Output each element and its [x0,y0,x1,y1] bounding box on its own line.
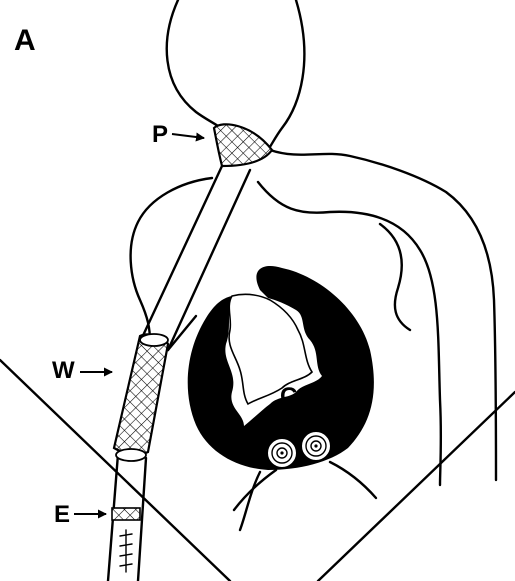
vessel-stump-left [234,470,276,510]
esophagus-tube-top [116,449,146,461]
vessel-stump-mid [240,472,260,530]
label-c: C [280,383,297,410]
label-p: P [152,121,168,148]
pharyngeal-mesh-cap [214,124,272,166]
left-shoulder-outline [131,178,212,342]
neck-right-outline [268,0,304,150]
coil-right [301,431,331,461]
coil-left [267,438,297,468]
vessel-stump-right [330,462,376,498]
anastomosis-band [112,508,140,520]
suture-marks [120,530,132,572]
mesh-wrapped-segment [114,334,168,454]
arrow-p [172,134,204,138]
head-neck-outline [167,0,218,126]
inner-right-contour [380,224,410,330]
label-w: W [52,357,75,384]
panel-label: A [14,24,36,57]
label-e: E [54,501,70,528]
mesh-segment-top [140,334,168,346]
